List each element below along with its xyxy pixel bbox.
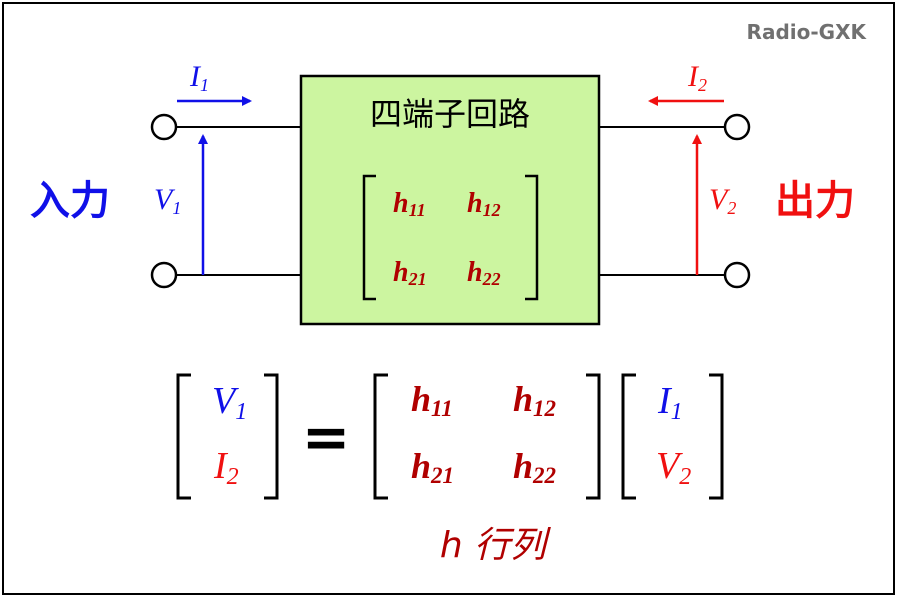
rhs-left-bracket	[621, 373, 636, 500]
input-terminal-bottom	[150, 261, 178, 289]
lhs-i2: I2	[213, 445, 239, 490]
lhs-right-bracket	[264, 373, 279, 500]
block-matrix-right-bracket	[525, 174, 539, 301]
block-title: 四端子回路	[370, 95, 530, 133]
output-voltage-label: V2	[709, 183, 736, 218]
lhs-v1: V1	[212, 380, 247, 425]
input-label: 入力	[30, 178, 110, 224]
watermark: Radio-GXK	[747, 20, 868, 44]
eq-h22: h22	[513, 446, 556, 488]
lhs-left-bracket	[176, 373, 191, 500]
rhs-i1: I1	[657, 380, 683, 425]
output-label: 出力	[775, 178, 855, 224]
rhs-v2: V2	[656, 445, 691, 490]
block-h21: h21	[393, 257, 427, 289]
h-matrix-left-bracket	[373, 373, 388, 500]
output-terminal-bottom	[723, 261, 751, 289]
eq-h11: h11	[411, 379, 453, 421]
block-matrix-left-bracket	[362, 174, 376, 301]
input-current-label: I1	[189, 60, 209, 95]
two-port-network-block	[299, 74, 601, 326]
eq-h12: h12	[513, 379, 556, 421]
equals-sign: =	[302, 403, 351, 471]
h-matrix-right-bracket	[586, 373, 601, 500]
input-voltage-label: V1	[154, 183, 181, 218]
input-terminal-top	[150, 113, 178, 141]
block-h12: h12	[467, 188, 501, 220]
h-matrix-caption: h 行列	[440, 525, 551, 566]
rhs-right-bracket	[709, 373, 724, 500]
output-terminal-top	[723, 113, 751, 141]
block-h11: h11	[393, 188, 426, 220]
eq-h21: h21	[411, 446, 454, 488]
block-h22: h22	[467, 257, 501, 289]
output-current-label: I2	[687, 60, 707, 95]
